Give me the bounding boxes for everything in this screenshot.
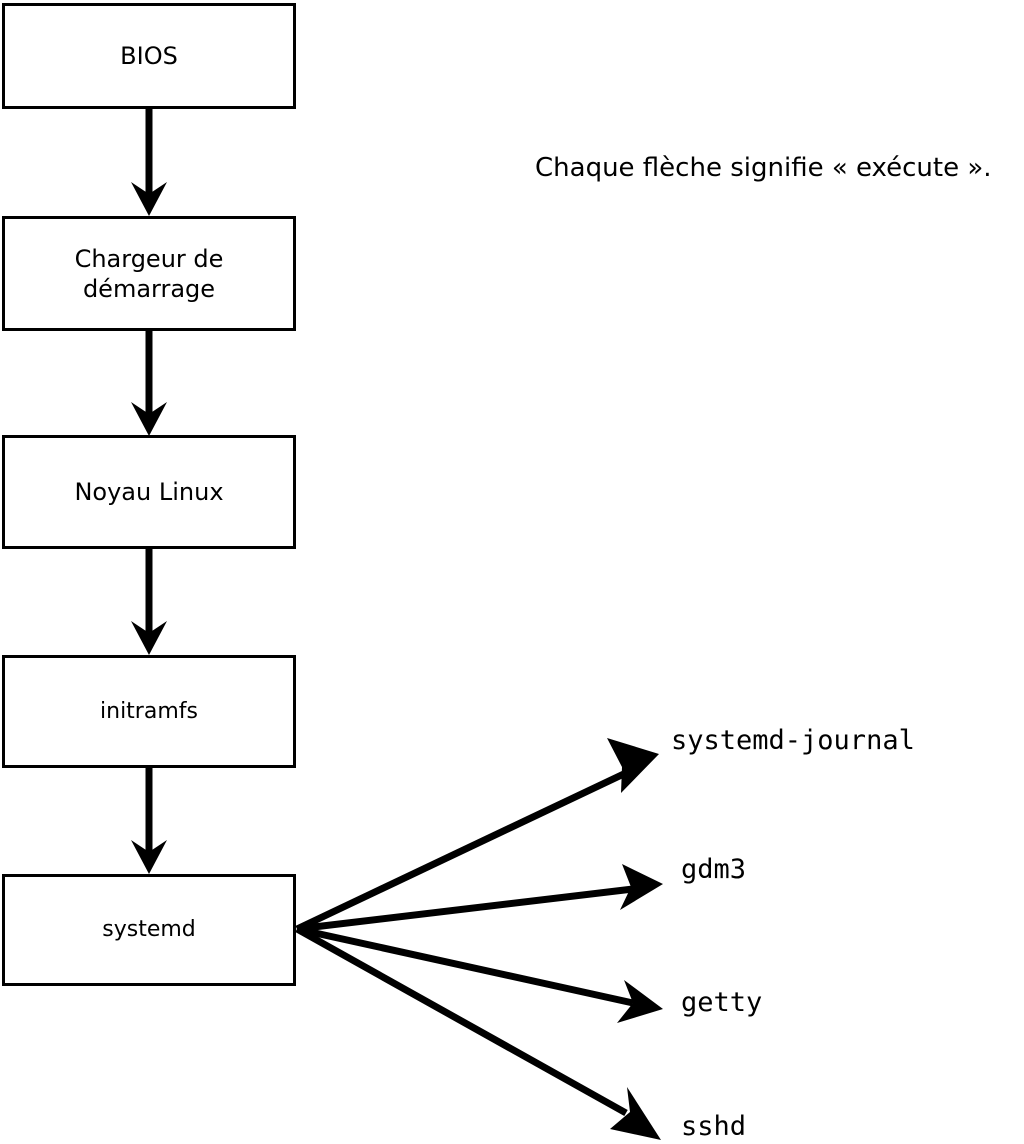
node-bios-label: BIOS [120,42,178,70]
node-kernel[interactable]: Noyau Linux [2,435,296,549]
node-systemd[interactable]: systemd [2,874,296,986]
service-label-sshd[interactable]: sshd [681,1111,747,1142]
node-systemd-label: systemd [102,917,196,942]
fanout-arrow-sshd [295,925,661,1140]
fanout-arrow-getty [296,925,663,1023]
service-label-gdm3[interactable]: gdm3 [681,854,747,885]
fanout-arrow-systemd-journal [295,738,659,933]
node-bios[interactable]: BIOS [2,3,296,109]
node-kernel-label: Noyau Linux [74,478,224,506]
service-label-systemd-journal[interactable]: systemd-journal [671,725,915,756]
node-bootloader[interactable]: Chargeur de démarrage [2,216,296,331]
chain-arrow-bootloader-to-kernel [131,331,167,436]
chain-arrow-initramfs-to-systemd [131,768,167,874]
node-bootloader-label: Chargeur de démarrage [74,244,224,303]
arrow-meaning-note: Chaque flèche signifie « exécute ». [535,153,992,183]
service-label-getty[interactable]: getty [681,987,763,1018]
node-initramfs[interactable]: initramfs [2,655,296,768]
fanout-arrow-gdm3 [296,864,663,933]
chain-arrow-kernel-to-initramfs [131,549,167,655]
chain-arrow-bios-to-bootloader [131,109,167,216]
node-initramfs-label: initramfs [100,698,198,724]
